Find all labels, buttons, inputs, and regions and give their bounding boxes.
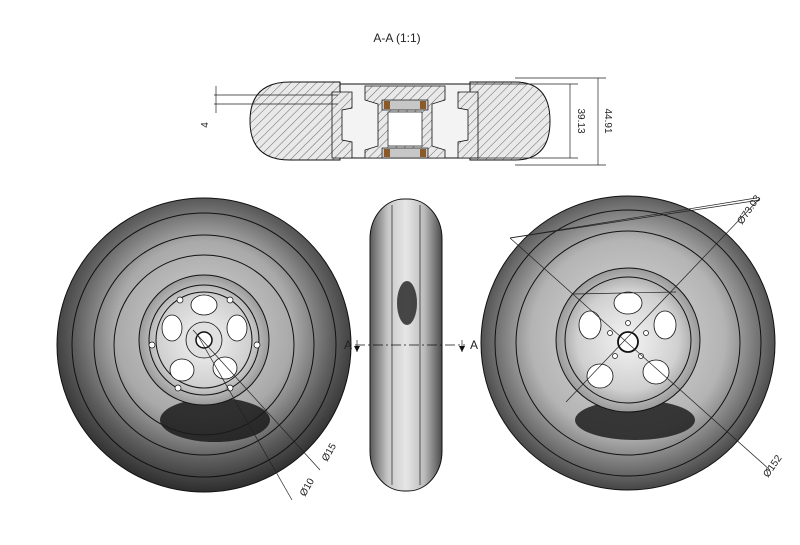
section-tire-left	[249, 81, 341, 161]
section-view: 4 39.13 44.91	[200, 77, 613, 166]
dim-hole-10: Ø10	[298, 476, 317, 498]
section-bearing-top	[381, 99, 429, 111]
spoke-windows-right	[578, 291, 677, 389]
dim-hole-15: Ø15	[320, 441, 339, 463]
dim-tire-152: Ø152	[761, 453, 784, 480]
front-view-right: Ø73.03 Ø152	[480, 193, 785, 491]
section-bore	[387, 111, 423, 147]
section-bearing-bottom	[381, 147, 429, 159]
section-hub-left-flange	[331, 91, 353, 159]
section-hub-right-flange	[457, 91, 479, 159]
dim-section-39-13: 39.13	[575, 108, 586, 133]
dim-section-44-91: 44.91	[602, 108, 613, 133]
bore-right	[617, 331, 639, 353]
front-view-left: Ø15 Ø10	[56, 197, 352, 501]
side-view: A A	[344, 198, 478, 492]
dim-rim-73-03: Ø73.03	[735, 193, 763, 227]
dim-section-4: 4	[200, 122, 211, 128]
section-marker-left: A	[344, 338, 352, 352]
section-title: A-A (1:1)	[373, 31, 420, 45]
section-marker-right: A	[470, 338, 478, 352]
section-tire-right	[469, 81, 551, 161]
bore-left	[195, 331, 213, 349]
spoke-windows-left	[161, 294, 248, 382]
